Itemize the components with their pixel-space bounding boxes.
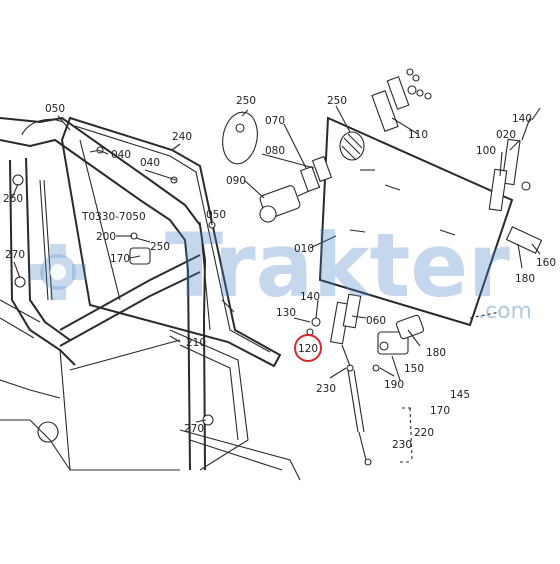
highlight-ring bbox=[294, 334, 322, 362]
gas-strut bbox=[341, 344, 372, 466]
callout-label: 010 bbox=[294, 243, 314, 255]
callout-label: 230 bbox=[316, 383, 336, 395]
bracket-060 bbox=[306, 293, 362, 345]
hinge-upper bbox=[371, 68, 432, 132]
callout-label: 250 bbox=[236, 95, 256, 107]
callout-label: 060 bbox=[366, 315, 386, 327]
callout-label: 160 bbox=[536, 257, 556, 269]
callout-label: 140 bbox=[300, 291, 320, 303]
callout-label: 050 bbox=[45, 103, 65, 115]
callout-label: 180 bbox=[426, 347, 446, 359]
callout-label: 250 bbox=[150, 241, 170, 253]
callout-label: 040 bbox=[111, 149, 131, 161]
windshield-glass bbox=[60, 116, 282, 368]
callout-label: 150 bbox=[404, 363, 424, 375]
misc-small-parts bbox=[89, 146, 235, 313]
handle-plate bbox=[222, 111, 258, 165]
callout-label: 270 bbox=[5, 249, 25, 261]
door-glass-panel bbox=[318, 116, 514, 327]
callout-label: 190 bbox=[384, 379, 404, 391]
callout-label: 270 bbox=[184, 423, 204, 435]
callout-label: 110 bbox=[408, 129, 428, 141]
callout-label: 170 bbox=[430, 405, 450, 417]
latch-grille bbox=[339, 131, 365, 161]
lock-assembly bbox=[259, 155, 333, 223]
callout-label: 090 bbox=[226, 175, 246, 187]
leader-lines bbox=[11, 105, 541, 423]
callout-label: 230 bbox=[392, 439, 412, 451]
part-code: T0330-7050 bbox=[81, 211, 146, 223]
callout-label: 240 bbox=[172, 131, 192, 143]
callout-label: 050 bbox=[206, 209, 226, 221]
watermark-domain: .com bbox=[478, 299, 532, 324]
watermark-brand: Trakter bbox=[165, 214, 511, 317]
watermark-logo-icon bbox=[30, 244, 86, 300]
callout-label: 145 bbox=[450, 389, 470, 401]
callouts: 050 040 240 040 050 260 270 200 250 170 … bbox=[3, 95, 556, 451]
callout-label: 220 bbox=[414, 427, 434, 439]
callout-label: 100 bbox=[476, 145, 496, 157]
callout-label: 210 bbox=[186, 337, 206, 349]
callout-label: 170 bbox=[110, 253, 130, 265]
callout-label: 020 bbox=[496, 129, 516, 141]
callout-label: 070 bbox=[265, 115, 285, 127]
callout-label: 140 bbox=[512, 113, 532, 125]
highlighted-callout: 120 bbox=[294, 334, 322, 362]
callout-label: 260 bbox=[3, 193, 23, 205]
callout-label: 180 bbox=[515, 273, 535, 285]
callout-label: 080 bbox=[265, 145, 285, 157]
cab-frame bbox=[0, 116, 301, 481]
hinge-right bbox=[488, 138, 543, 254]
callout-label: 200 bbox=[96, 231, 116, 243]
watermark: Trakter .com bbox=[30, 214, 532, 324]
highlighted-callout-label: 120 bbox=[298, 343, 318, 355]
callout-label: 250 bbox=[327, 95, 347, 107]
reference-lines bbox=[400, 311, 501, 463]
callout-label: 130 bbox=[276, 307, 296, 319]
latch-150 bbox=[372, 314, 425, 372]
callout-label: 040 bbox=[140, 157, 160, 169]
